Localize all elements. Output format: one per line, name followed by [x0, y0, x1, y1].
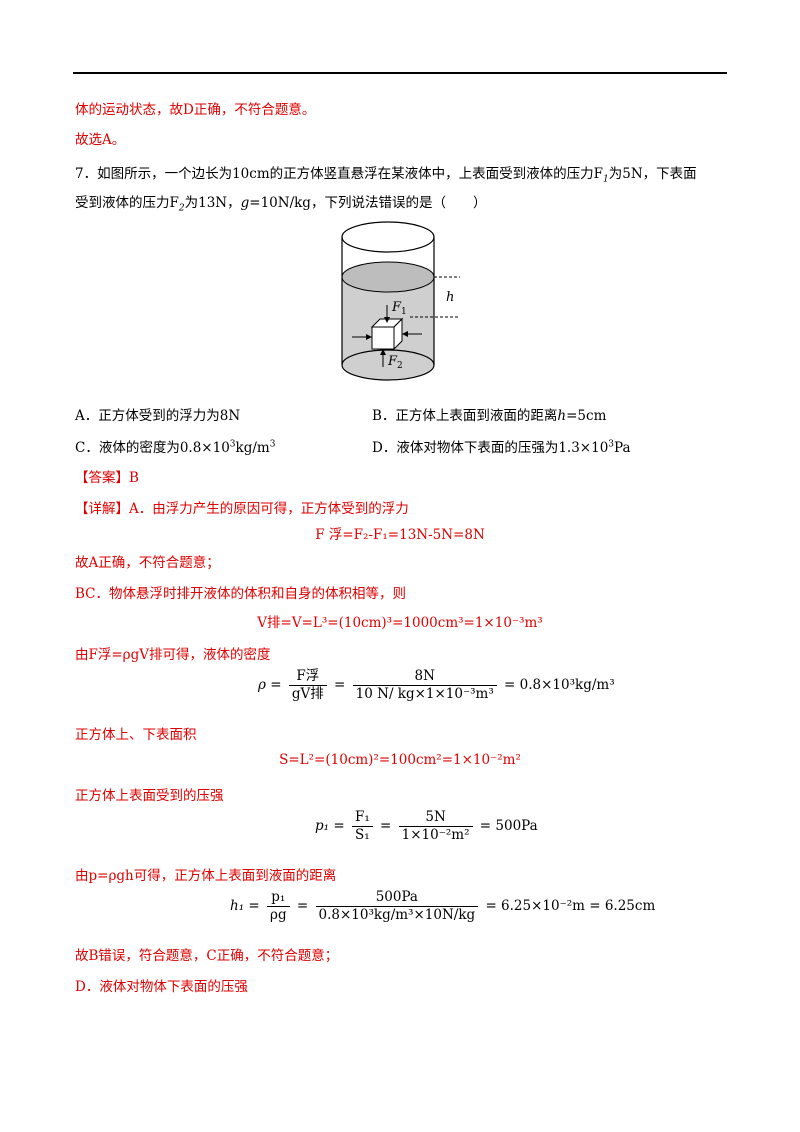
- label-h: h: [446, 290, 454, 305]
- q7-g: g: [240, 195, 250, 211]
- eq5-frac1-num: F₁: [351, 809, 373, 827]
- density-intro: 由F浮=ρgV排可得，液体的密度: [75, 647, 271, 663]
- equation-area: S=L²=(10cm)²=100cm²=1×10⁻²m²: [279, 752, 521, 768]
- cube-side: [393, 317, 403, 351]
- eq5-frac2-num: 5N: [398, 809, 473, 827]
- liquid-surface: [341, 261, 435, 293]
- cube-front: [371, 326, 395, 350]
- eq3-frac1-den: gV排: [291, 686, 324, 702]
- eq6-frac2-num: 500Pa: [315, 889, 479, 907]
- left-arrowhead: [366, 334, 372, 340]
- eq3-lhs: ρ =: [258, 677, 282, 693]
- option-c-sup: 3: [229, 439, 236, 450]
- option-b-text: B．正方体上表面到液面的距离: [372, 408, 558, 424]
- pressure-intro: 正方体上表面受到的压强: [75, 788, 224, 804]
- option-b-h: h: [557, 408, 567, 424]
- option-c: C．液体的密度为0.8×103kg/m3: [75, 436, 276, 457]
- q7-text: 为13N，: [184, 195, 241, 211]
- f2-arrowhead: [380, 349, 386, 355]
- option-d-text: D．液体对物体下表面的压强为1.3×10: [372, 440, 609, 456]
- option-d-sup: 3: [608, 439, 615, 450]
- label-f2-sub: 2: [397, 361, 403, 371]
- option-b-tail: =5cm: [566, 408, 607, 424]
- eq6-frac2-den: 0.8×10³kg/m³×10N/kg: [318, 907, 476, 923]
- label-f2: F2: [387, 354, 403, 371]
- eq3-frac2-num: 8N: [352, 668, 497, 686]
- eq3-frac2-den: 10 N/ kg×1×10⁻³m³: [355, 686, 494, 702]
- text-line: 体的运动状态，故D正确，不符合题意。: [75, 102, 316, 118]
- q7-text: 受到液体的压力F: [75, 195, 179, 211]
- eq3-result: = 0.8×10³kg/m³: [504, 677, 615, 693]
- cylinder-bottom: [341, 349, 435, 381]
- option-c-tail: kg/m: [235, 440, 270, 456]
- eq6-frac1-den: ρg: [270, 907, 287, 923]
- b-conclusion: 故B错误，符合题意，C正确，不符合题意；: [75, 948, 339, 964]
- detail-intro: 【详解】A．由浮力产生的原因可得，正方体受到的浮力: [75, 501, 409, 517]
- d-intro: D．液体对物体下表面的压强: [75, 979, 248, 995]
- label-f1-sub: 1: [401, 307, 407, 317]
- question-7-line-1: 7．如图所示，一个边长为10cm的正方体竖直悬浮在某液体中，上表面受到液体的压力…: [75, 162, 697, 185]
- equation-volume: V排=V=L³=(10cm)³=1000cm³=1×10⁻³m³: [257, 615, 543, 631]
- option-d: D．液体对物体下表面的压强为1.3×103Pa: [372, 436, 631, 457]
- equation-buoyancy: F 浮=F₂-F₁=13N-5N=8N: [315, 527, 485, 543]
- label-f1: F1: [391, 300, 407, 317]
- a-conclusion: 故A正确，不符合题意；: [75, 555, 220, 571]
- cylinder-figure: h F1 F2: [330, 215, 480, 399]
- eq3-frac1-num: F浮: [288, 668, 327, 686]
- eq5-lhs: p₁ =: [315, 818, 345, 834]
- eq6-frac1-num: p₁: [267, 889, 290, 907]
- option-b: B．正方体上表面到液面的距离h=5cm: [372, 404, 606, 424]
- header-rule: [73, 72, 727, 74]
- cylinder-diagram: h F1 F2: [341, 221, 460, 381]
- option-d-tail: Pa: [614, 440, 631, 456]
- answer: 【答案】B: [75, 470, 139, 486]
- area-intro: 正方体上、下表面积: [75, 727, 197, 743]
- q7-text: 7．如图所示，一个边长为10cm的正方体竖直悬浮在某液体中，上表面受到液体的压力…: [75, 166, 603, 182]
- option-c-text: C．液体的密度为0.8×10: [75, 440, 230, 456]
- option-c-sup2: 3: [269, 439, 276, 450]
- eq5-result: = 500Pa: [479, 818, 538, 834]
- q7-text-tail: 为5N，下表面: [608, 166, 697, 182]
- eq5-frac2-den: 1×10⁻²m²: [401, 827, 470, 843]
- eq6-lhs: h₁ =: [230, 898, 260, 914]
- right-arrowhead: [402, 331, 408, 337]
- label-f2-main: F: [387, 354, 398, 369]
- q7-text: =10N/kg，下列说法错误的是（ ）: [249, 195, 487, 211]
- eq5-frac1-den: S₁: [355, 827, 370, 843]
- eq6-result: = 6.25×10⁻²m = 6.25cm: [485, 898, 656, 914]
- q7-sub: 2: [178, 203, 185, 214]
- f1-arrowhead: [384, 317, 390, 323]
- option-a: A．正方体受到的浮力为8N: [75, 408, 241, 424]
- question-7-line-2: 受到液体的压力F2为13N，g=10N/kg，下列说法错误的是（ ）: [75, 191, 486, 214]
- bc-intro: BC．物体悬浮时排开液体的体积和自身的体积相等，则: [75, 586, 406, 602]
- text-line: 故选A。: [75, 132, 126, 148]
- depth-intro: 由p=ρgh可得，正方体上表面到液面的距离: [75, 868, 337, 884]
- label-f1-main: F: [391, 300, 402, 315]
- cylinder-top: [341, 221, 435, 253]
- q7-sub: 1: [603, 174, 609, 185]
